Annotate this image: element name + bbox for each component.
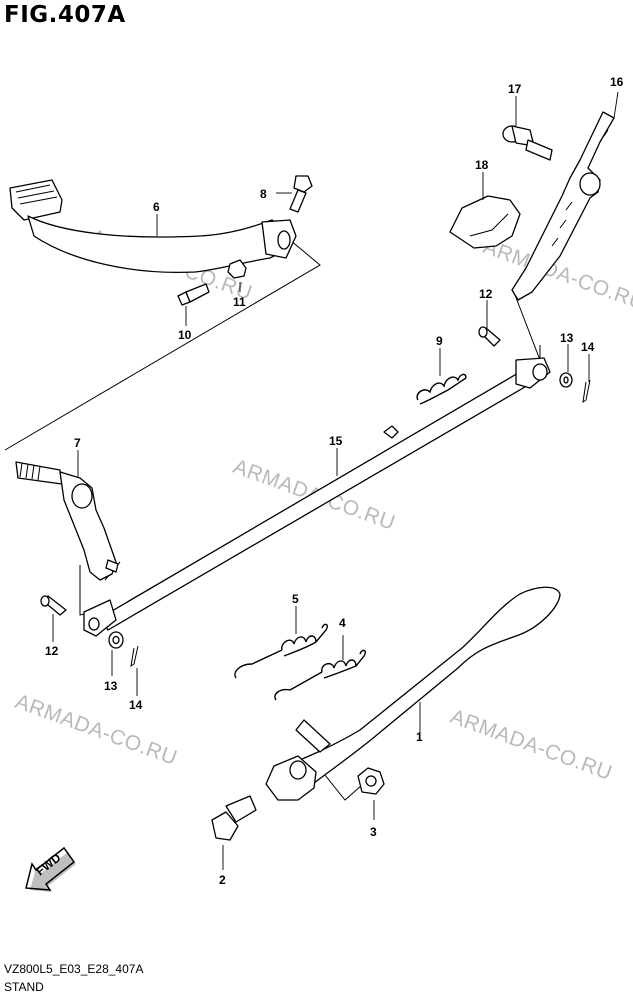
bolt-part-8 bbox=[289, 175, 313, 213]
callout-14-upper: 14 bbox=[581, 340, 595, 354]
callout-2: 2 bbox=[219, 873, 226, 887]
callout-3: 3 bbox=[370, 825, 377, 839]
nut-part-11 bbox=[227, 259, 247, 279]
callout-16: 16 bbox=[610, 75, 624, 89]
callout-5: 5 bbox=[292, 592, 299, 606]
side-stand-part-1 bbox=[265, 586, 561, 801]
washer-part-13-lower bbox=[108, 631, 124, 649]
figure-title: FIG.407A bbox=[4, 2, 126, 28]
callout-13-lower: 13 bbox=[104, 679, 118, 693]
figure-name: STAND bbox=[4, 980, 44, 994]
bolt-part-10 bbox=[177, 283, 210, 306]
callout-4: 4 bbox=[339, 616, 346, 630]
pin-part-12-lower bbox=[40, 595, 67, 616]
pin-part-12-upper bbox=[478, 326, 501, 347]
leader-lines bbox=[52, 91, 619, 870]
callout-14-lower: 14 bbox=[129, 698, 143, 712]
nut-part-3 bbox=[357, 767, 385, 795]
callout-1: 1 bbox=[416, 730, 423, 744]
cotter-pin-part-14-upper bbox=[582, 379, 591, 404]
washer-part-13-upper bbox=[559, 372, 573, 388]
callout-10: 10 bbox=[178, 328, 192, 342]
brake-pedal-part-6 bbox=[9, 179, 297, 274]
callout-17: 17 bbox=[508, 82, 522, 96]
spring-part-5 bbox=[234, 623, 329, 679]
callout-6: 6 bbox=[153, 200, 160, 214]
callout-12-lower: 12 bbox=[45, 644, 59, 658]
spring-part-4 bbox=[274, 649, 367, 701]
callout-13-upper: 13 bbox=[560, 331, 574, 345]
callout-7: 7 bbox=[74, 436, 81, 450]
figure-code: VZ800L5_E03_E28_407A bbox=[4, 962, 144, 976]
spring-part-9 bbox=[416, 373, 467, 405]
callout-15: 15 bbox=[329, 434, 343, 448]
callout-8: 8 bbox=[260, 187, 267, 201]
fwd-arrow-icon: FWD bbox=[25, 846, 76, 892]
bolt-part-2 bbox=[211, 795, 257, 841]
callout-12-upper: 12 bbox=[479, 287, 493, 301]
cotter-pin-part-14-lower bbox=[130, 645, 139, 668]
shaft-part-15 bbox=[83, 357, 551, 637]
lever-part-7 bbox=[15, 461, 119, 581]
callout-18: 18 bbox=[475, 158, 489, 172]
pivot-bolt-part-17 bbox=[502, 125, 553, 161]
callout-9: 9 bbox=[436, 334, 443, 348]
cover-part-18 bbox=[449, 195, 521, 249]
callout-11: 11 bbox=[233, 295, 246, 309]
arm-part-16 bbox=[511, 111, 615, 301]
